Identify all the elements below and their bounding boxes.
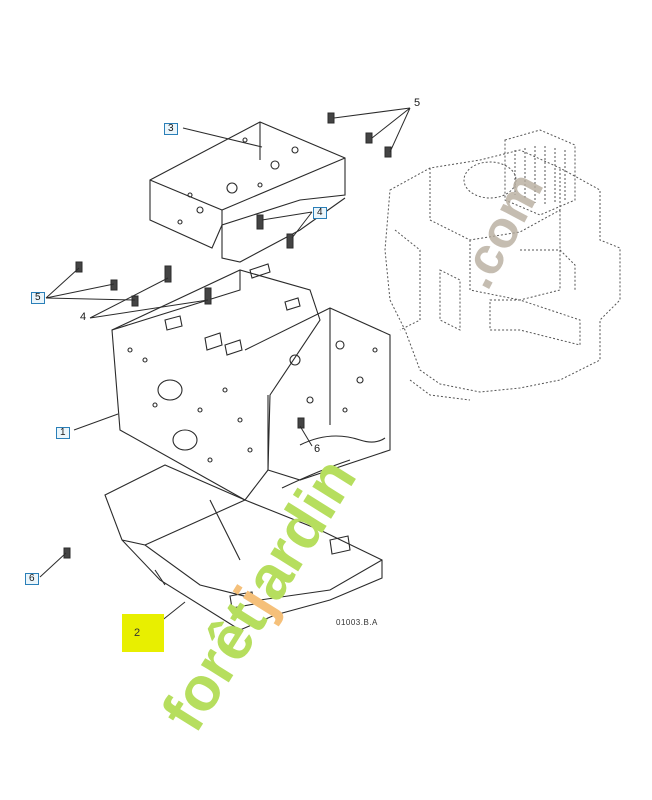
callout-2: 2 [134,627,141,639]
callout-4-plain: 4 [80,311,87,323]
callout-5-box: 5 [31,292,45,304]
engine-outline [384,129,621,401]
bottom-plate [104,464,383,631]
drawing-reference-code: 01003.B.A [336,618,378,627]
leader-lines [39,107,411,631]
callout-5-top: 5 [414,97,421,109]
upper-panel [149,121,346,263]
callout-4-box: 4 [313,207,327,219]
callout-2-highlight: 2 [122,614,164,652]
callout-6-box: 6 [25,573,39,585]
callout-1: 1 [56,427,70,439]
callout-6-plain: 6 [314,443,321,455]
main-frame [111,263,391,501]
fasteners [63,112,392,559]
callout-3: 3 [164,123,178,135]
